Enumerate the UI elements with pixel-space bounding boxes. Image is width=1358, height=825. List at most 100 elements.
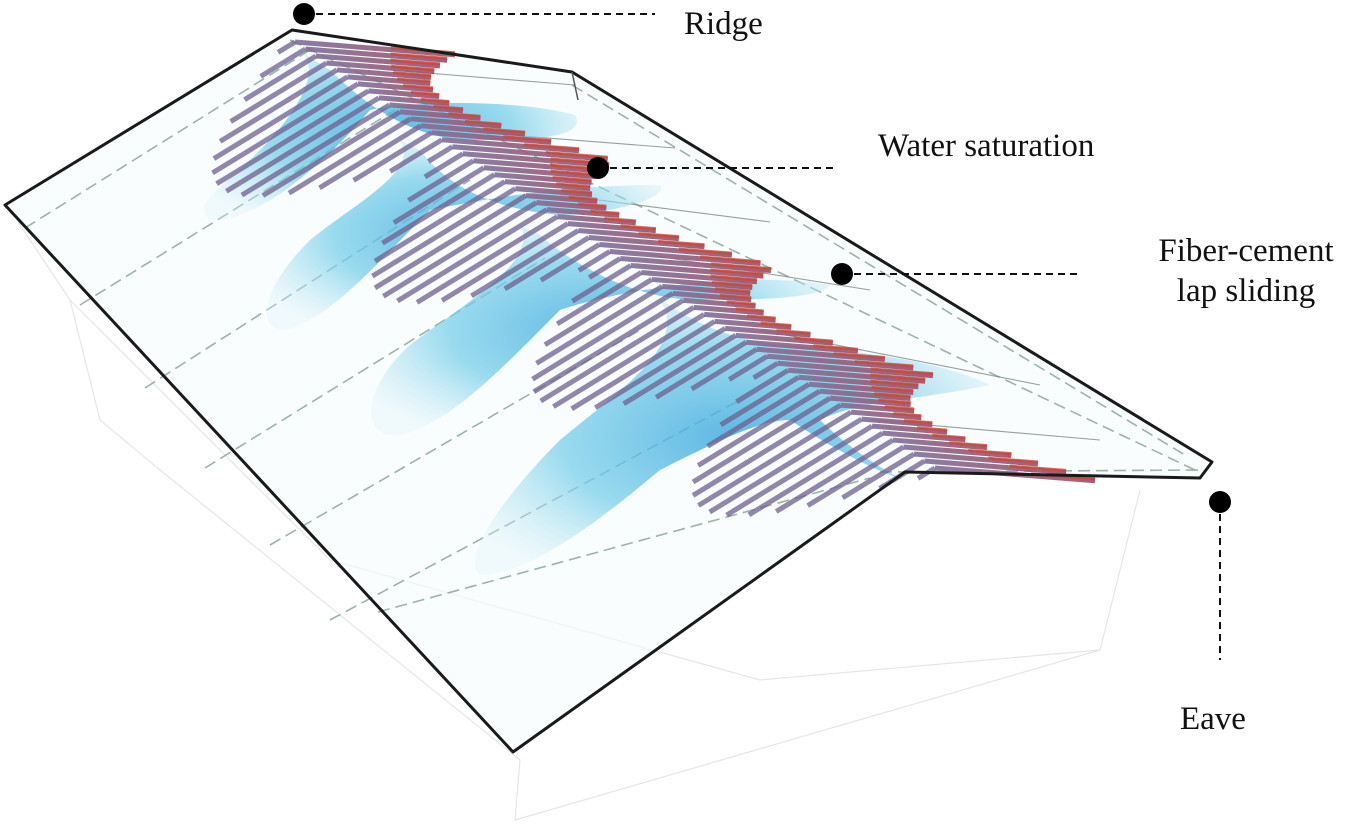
lap-bar-edge: [746, 314, 776, 320]
lap-bar: [903, 444, 1012, 459]
lap-bar-edge: [719, 293, 752, 300]
lap-bar: [352, 130, 433, 183]
lap-bar-edge: [604, 217, 636, 223]
lap-bar: [357, 81, 434, 93]
lap-bar: [525, 193, 598, 204]
lap-bar-edge: [552, 176, 592, 182]
lap-bar: [373, 193, 528, 291]
lap-bar: [452, 144, 608, 162]
lap-bar: [706, 382, 811, 449]
lap-bar-edge: [949, 441, 988, 448]
lap-bar: [555, 270, 643, 326]
lap-bar-edge: [874, 392, 911, 398]
lap-bar-edge: [503, 135, 552, 142]
lap-bar: [651, 276, 753, 290]
lap-bar: [567, 221, 657, 234]
lap-bar: [787, 367, 926, 384]
lap-bar: [532, 298, 685, 394]
lap-bar-edge: [726, 300, 756, 306]
lap-bar-edge: [590, 209, 620, 215]
lap-bar-edge: [402, 84, 434, 90]
lap-bar-edge: [420, 97, 450, 103]
lap-bar: [745, 339, 859, 354]
lap-bar-edge: [870, 379, 919, 387]
lap-bar-edge: [397, 77, 431, 84]
lap-bar: [727, 354, 769, 382]
lap-bar: [423, 151, 465, 180]
lap-bar: [552, 312, 706, 409]
fiber-cement-marker: [831, 263, 853, 285]
lap-bar: [690, 347, 758, 392]
lap-bar-edge: [464, 119, 502, 126]
lap-bar-edge: [988, 456, 1039, 464]
lap-bar: [557, 214, 636, 226]
saturation-plume-2: [266, 140, 661, 330]
lap-bar: [427, 144, 454, 164]
lap-bar-edge: [776, 329, 811, 335]
lap-bar-edge: [871, 385, 914, 393]
lap-bar: [861, 416, 933, 428]
lap-bar: [539, 242, 601, 283]
lap-bar: [212, 74, 349, 161]
lap-bar: [587, 256, 622, 280]
lap-bar-edge: [550, 169, 596, 177]
lap-bar-edge: [393, 71, 432, 77]
lap-bar-edge: [710, 268, 764, 276]
lap-bar-edge: [448, 112, 481, 118]
lap-bar: [546, 207, 620, 218]
lap-bar: [735, 332, 834, 346]
lap-bar-edge: [524, 143, 580, 151]
lap-bar: [735, 368, 790, 404]
lap-bar-edge: [390, 52, 448, 60]
lap-bar: [691, 403, 842, 498]
lap-bar: [777, 360, 934, 379]
eave-marker: [1209, 491, 1231, 513]
lap-bar: [218, 67, 339, 144]
fiber-cement-label-line2: lap sliding: [1176, 272, 1316, 309]
lap-bar: [420, 123, 526, 137]
lap-bar: [808, 381, 914, 396]
lap-bar: [240, 102, 391, 198]
lap-bar: [819, 388, 911, 401]
lap-bar-edge: [854, 360, 914, 368]
lap-bar: [305, 46, 448, 63]
lap-bar: [871, 423, 948, 435]
lap-bar: [850, 409, 922, 421]
lap-bar: [570, 319, 716, 411]
lap-bar: [382, 200, 538, 299]
lap-bar: [806, 444, 905, 508]
lap-bar: [441, 137, 580, 154]
lap-bar-edge: [878, 398, 911, 405]
lap-bar: [315, 53, 441, 69]
lap-bar: [389, 102, 464, 114]
lap-bar-edge: [711, 280, 753, 287]
lap-bar: [752, 361, 779, 381]
lap-bar: [407, 158, 475, 203]
lap-bar: [494, 172, 592, 185]
lap-bar-edge: [568, 195, 598, 201]
lap-bar-edge: [433, 105, 464, 111]
lap-bar-edge: [1009, 464, 1067, 472]
lap-bar-edge: [561, 188, 593, 195]
lap-bar: [261, 109, 402, 198]
lap-bar: [630, 262, 764, 279]
lap-bar: [371, 186, 517, 279]
lap-bar-edge: [555, 182, 591, 188]
lap-bar: [543, 277, 654, 347]
lap-bar: [535, 284, 664, 366]
lap-bar: [703, 311, 776, 323]
lap-bar-edge: [884, 405, 915, 411]
lap-bar: [892, 437, 988, 451]
water-saturation-marker: [587, 157, 609, 179]
lap-bar-edge: [483, 127, 526, 134]
lap-bar: [211, 81, 360, 176]
lap-bar: [326, 60, 435, 75]
lap-bar: [396, 207, 549, 304]
lap-bar-edge: [793, 336, 833, 343]
lap-bar: [882, 430, 966, 443]
lap-bar: [378, 95, 450, 106]
ridge-marker: [293, 3, 315, 25]
lap-bar-edge: [710, 274, 758, 282]
lap-bar: [725, 423, 874, 518]
